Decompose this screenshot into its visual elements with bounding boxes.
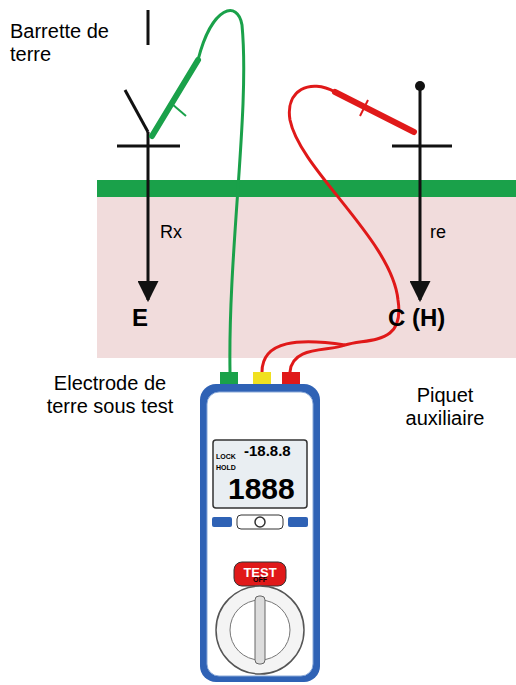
display-indicator: HOLD <box>216 464 246 471</box>
part-label: Piquet auxiliaire <box>380 384 510 430</box>
part-label: Barrette de terre <box>10 20 122 66</box>
stake-top <box>415 81 425 91</box>
display-digits: -18.8.8 <box>244 443 306 458</box>
dial-label: OFF <box>248 576 272 583</box>
red-probe <box>335 92 414 132</box>
red-lead <box>289 86 399 372</box>
green-lead <box>198 11 244 372</box>
display-indicator: LOCK <box>216 453 246 460</box>
earth-electrode <box>117 10 180 300</box>
resistance-label: re <box>430 222 470 243</box>
earth-tester <box>200 372 320 682</box>
probe-guard <box>360 100 368 116</box>
part-label: Electrode de terre sous test <box>40 372 180 418</box>
red-lead <box>262 342 345 372</box>
probe-guard <box>172 104 186 116</box>
resistance-label: Rx <box>160 222 200 243</box>
green-probe <box>152 60 198 136</box>
soil <box>97 197 516 358</box>
display-digits: 1888 <box>228 474 306 504</box>
terminal-label: C (H) <box>388 304 478 332</box>
terminal-label: E <box>132 304 162 332</box>
ground-surface <box>97 180 516 197</box>
auxiliary-stake <box>392 86 452 300</box>
